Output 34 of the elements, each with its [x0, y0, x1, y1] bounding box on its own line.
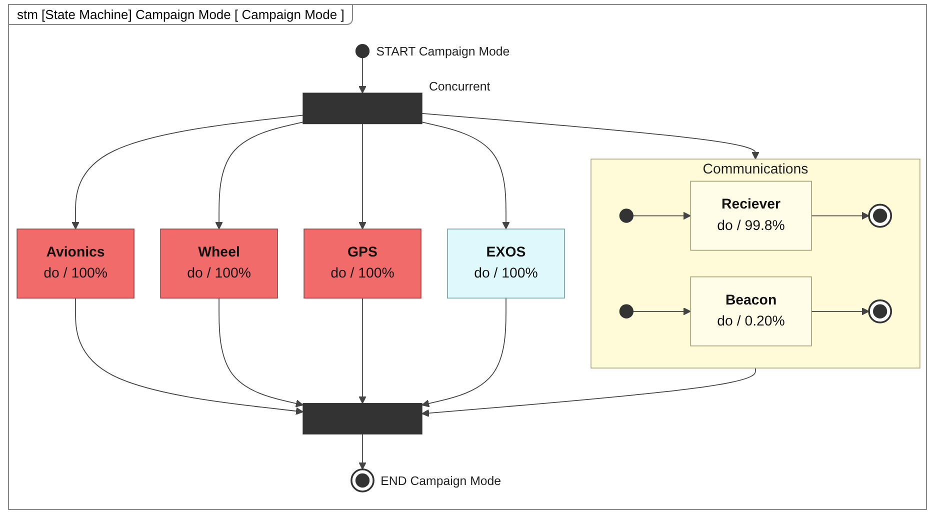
- arrow: [218, 298, 304, 408]
- node-bullseye: [868, 204, 892, 228]
- arrow: [215, 122, 304, 230]
- arrow: [811, 212, 870, 220]
- arrow: [421, 112, 760, 160]
- node-bullseye: [868, 299, 892, 324]
- arrow: [358, 123, 366, 230]
- node-circle: [355, 44, 370, 58]
- node-bar: [302, 403, 422, 434]
- node-bullseye: [350, 468, 374, 492]
- node-caption: START Campaign Mode: [376, 44, 510, 59]
- diagram-title: stm [State Machine] Campaign Mode [ Campaign Mode ]: [9, 5, 354, 25]
- arrow: [632, 307, 691, 316]
- arrow: [422, 368, 756, 418]
- arrow: [72, 114, 304, 230]
- node-box: Wheel do / 100%: [160, 228, 278, 299]
- node-box: Reciever do / 99.8%: [690, 180, 812, 251]
- arrow: [632, 212, 691, 220]
- node-circle: [619, 304, 634, 318]
- arrow: [358, 298, 366, 404]
- node-circle: [619, 208, 634, 223]
- node-box: EXOS do / 100%: [447, 228, 565, 299]
- arrow: [811, 307, 870, 316]
- arrow: [421, 122, 510, 230]
- arrow: [75, 298, 304, 415]
- node-bar: [302, 92, 422, 124]
- node-caption: Concurrent: [429, 80, 490, 94]
- node-box: Beacon do / 0.20%: [690, 276, 812, 346]
- arrow: [358, 434, 366, 470]
- arrow: [358, 57, 366, 94]
- node-box: Avionics do / 100%: [16, 228, 134, 299]
- node-box: GPS do / 100%: [304, 228, 422, 299]
- node-caption: END Campaign Mode: [380, 474, 502, 488]
- arrow: [422, 298, 506, 408]
